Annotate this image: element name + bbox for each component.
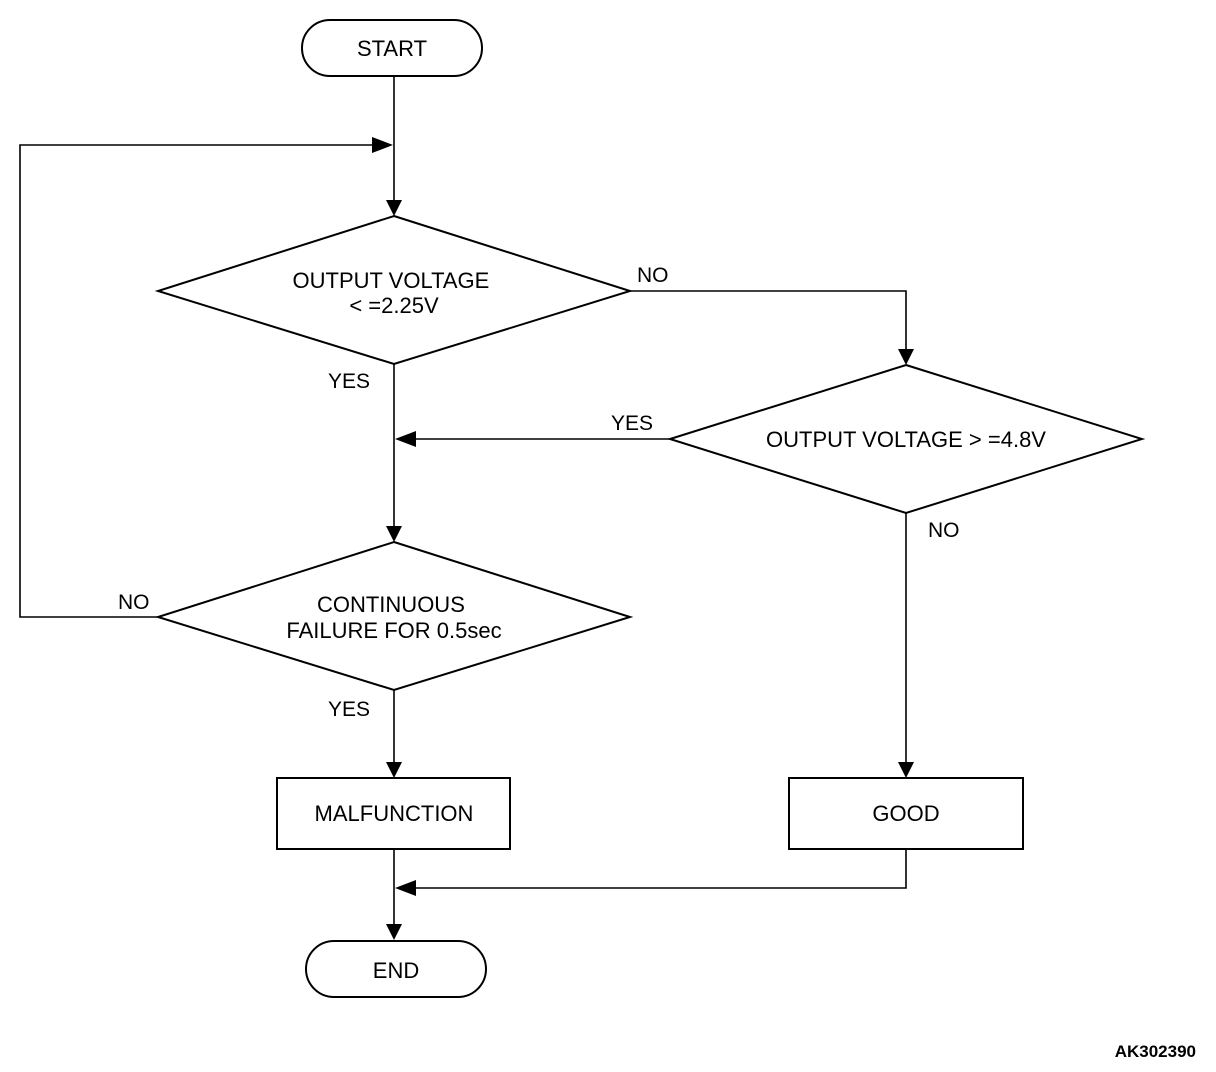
decision-continuous-failure-line-1: CONTINUOUS [317, 592, 465, 617]
arrowhead-left [395, 880, 416, 896]
arrowhead-down [386, 200, 402, 216]
decision-continuous-failure-label: CONTINUOUS FAILURE FOR 0.5sec [286, 592, 501, 643]
edge-label-high-yes: YES [611, 412, 653, 435]
connector-loop-back [19, 144, 380, 618]
arrowhead-down [386, 924, 402, 940]
edge-label-continuous-yes: YES [328, 698, 370, 721]
decision-continuous-failure [154, 540, 634, 692]
arrowhead-down [386, 762, 402, 778]
start-terminator [301, 19, 483, 77]
decision-low-voltage-label: OUTPUT VOLTAGE < =2.25V [293, 268, 496, 318]
decision-low-voltage-line-1: OUTPUT VOLTAGE [293, 268, 490, 293]
figure-id: AK302390 [1115, 1042, 1196, 1061]
end-label: END [373, 958, 419, 983]
arrowhead-down [386, 526, 402, 542]
edge-label-low-no: NO [637, 264, 669, 287]
decision-low-voltage-line-2: < =2.25V [349, 293, 439, 318]
connector-good-to-main [410, 849, 907, 889]
good-box [788, 777, 1024, 850]
arrowhead-down [898, 762, 914, 778]
decision-low-voltage [154, 214, 634, 366]
arrowhead-right [372, 137, 393, 153]
malfunction-label: MALFUNCTION [315, 801, 474, 826]
start-label: START [357, 36, 427, 61]
arrowhead-left [395, 431, 416, 447]
arrowhead-down [898, 349, 914, 365]
edge-label-continuous-no: NO [118, 591, 150, 614]
decision-continuous-failure-line-2: FAILURE FOR 0.5sec [286, 618, 501, 643]
decision-high-voltage [666, 363, 1146, 515]
good-label: GOOD [872, 801, 939, 826]
edge-label-low-yes: YES [328, 370, 370, 393]
end-terminator [305, 940, 487, 998]
connector-low-no-to-decision-high [630, 290, 907, 350]
malfunction-box [276, 777, 511, 850]
decision-high-voltage-label: OUTPUT VOLTAGE > =4.8V [766, 427, 1046, 452]
edge-label-high-no: NO [928, 519, 960, 542]
